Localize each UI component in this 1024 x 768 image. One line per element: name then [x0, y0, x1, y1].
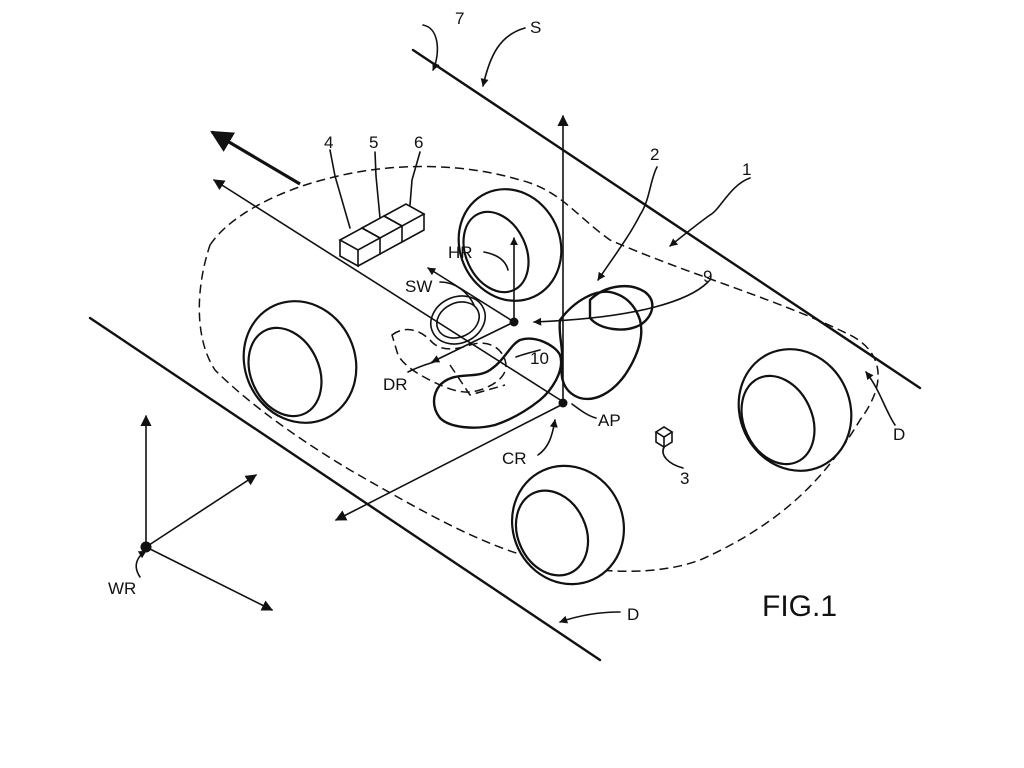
label-S: S: [530, 18, 541, 37]
label-D-right: D: [893, 425, 905, 444]
travel-direction-arrow: [210, 130, 301, 186]
label-3: 3: [680, 469, 689, 488]
world-axis-forward: [145, 474, 257, 548]
label-1: 1: [742, 160, 751, 179]
seat-right: [558, 290, 643, 401]
label-WR: WR: [108, 579, 136, 598]
attention-point: [558, 398, 568, 408]
label-CR: CR: [502, 449, 527, 468]
vehicle-lateral-axis: [335, 402, 566, 521]
road-edge-lower: [88, 316, 602, 662]
label-SW: SW: [405, 277, 432, 296]
road-edge-upper: [411, 48, 922, 390]
component-3: [654, 426, 674, 449]
world-axis-lateral: [145, 546, 274, 611]
steering-wheel: [430, 295, 486, 345]
sensor-units: [338, 203, 426, 268]
label-10: 10: [530, 349, 549, 368]
seat-left: [432, 337, 563, 429]
label-7: 7: [455, 9, 464, 28]
driver-figure: [391, 328, 507, 393]
label-5: 5: [369, 133, 378, 152]
tire-rear-left: [242, 300, 358, 424]
label-AP: AP: [598, 411, 621, 430]
label-6: 6: [414, 133, 423, 152]
label-DR: DR: [383, 375, 408, 394]
tire-rear-right: [510, 464, 626, 586]
label-2: 2: [650, 145, 659, 164]
label-D-bottom: D: [627, 605, 639, 624]
label-4: 4: [324, 133, 333, 152]
figure-caption: FIG.1: [762, 590, 837, 623]
label-9: 9: [703, 267, 712, 286]
tire-front-right: [737, 348, 853, 472]
label-HR: HR: [448, 243, 473, 262]
vehicle-outline: [198, 165, 879, 572]
